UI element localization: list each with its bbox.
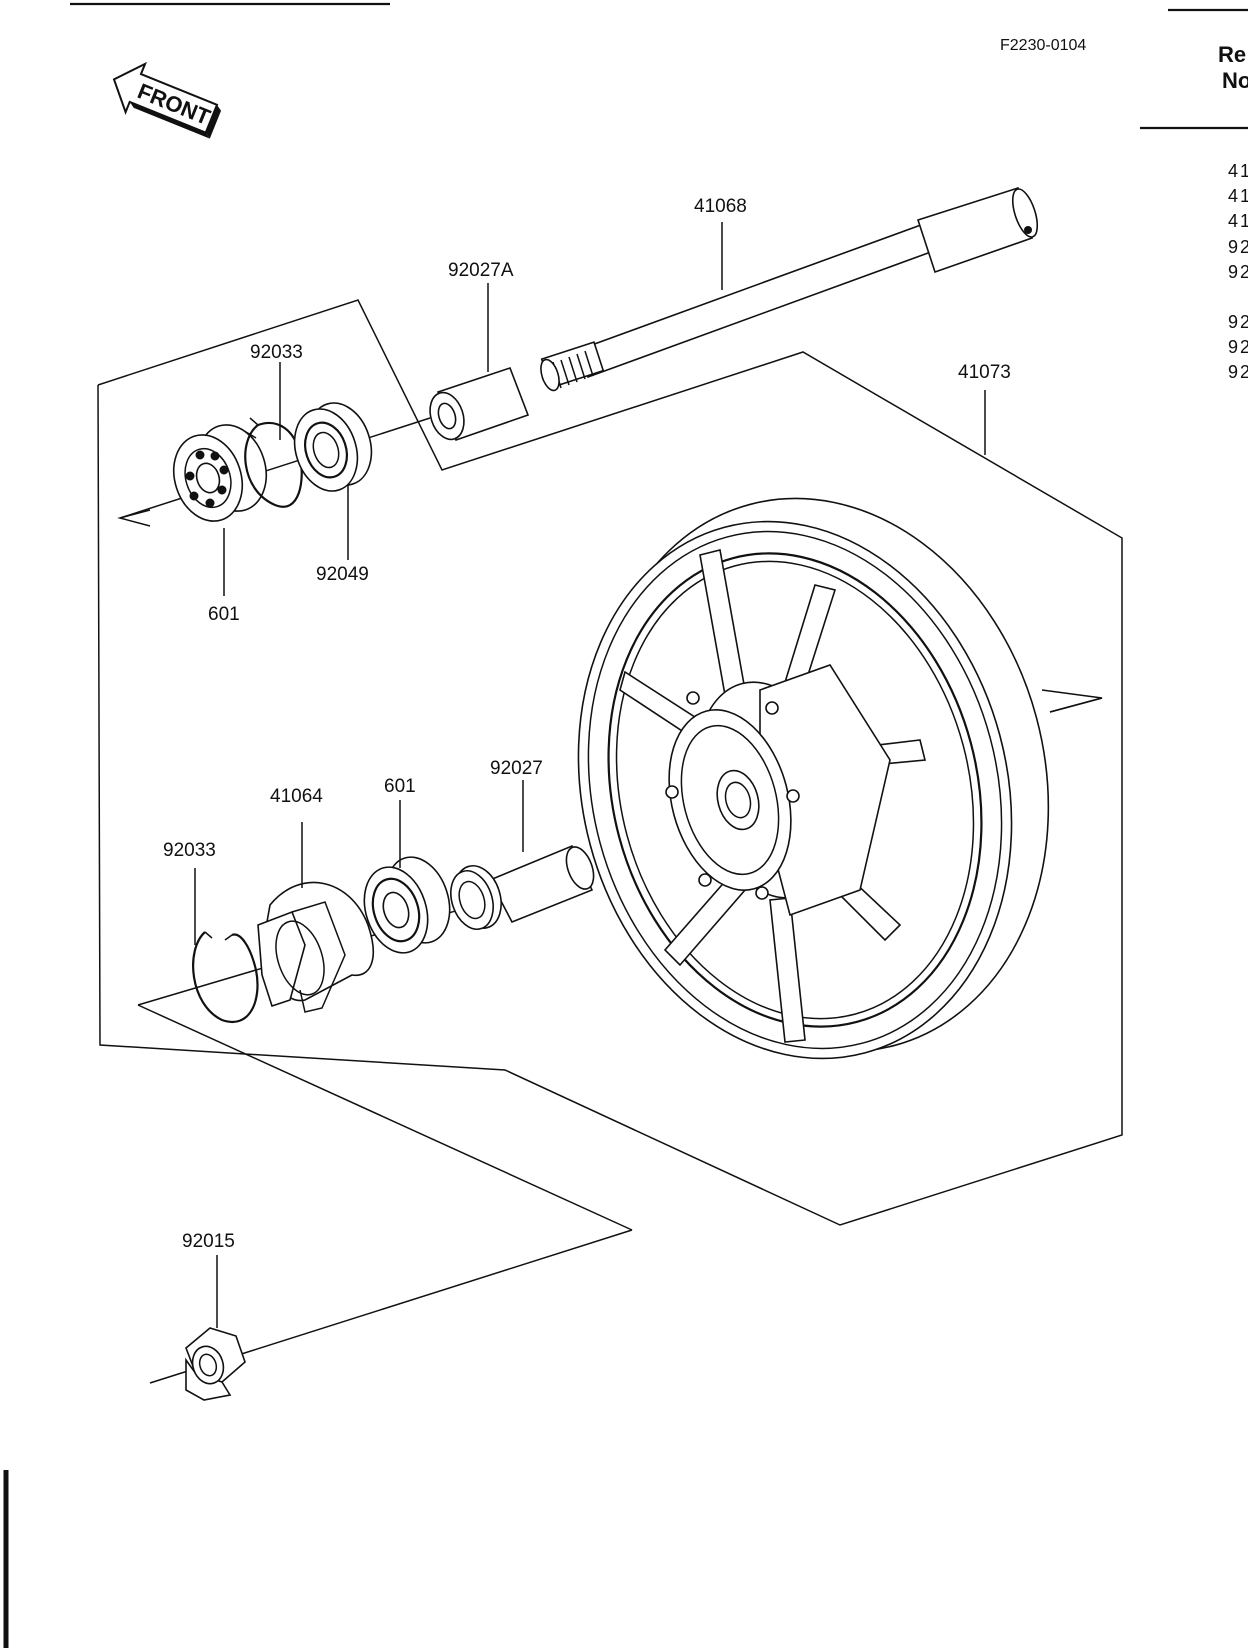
label-collar-a: 92027A: [448, 260, 514, 281]
ref-header-line2: No: [1222, 68, 1248, 93]
label-oil-seal: 92049: [316, 564, 369, 585]
label-circlip-bottom: 92033: [163, 840, 216, 861]
axle-center-line: [119, 417, 431, 519]
ref-header-line1: Re: [1218, 42, 1246, 67]
ref-col-item: 41: [1228, 186, 1248, 206]
ref-column-list: 41 41 41 92 92 92 92 92: [1228, 161, 1248, 382]
label-bearing-bottom: 601: [384, 776, 416, 797]
ref-col-item: 92: [1228, 262, 1248, 282]
ref-col-item: 92: [1228, 237, 1248, 257]
nut-guide-line-a: [137, 1004, 633, 1231]
collar-a: [429, 366, 530, 442]
label-coupling: 41064: [270, 786, 323, 807]
axle-arrow-left: [117, 509, 151, 527]
circlip-top: [244, 417, 303, 508]
ref-col-item: 92: [1228, 362, 1248, 382]
ref-col-item: 92: [1228, 312, 1248, 332]
ref-col-item: 41: [1228, 211, 1248, 231]
axle-shaft: [540, 186, 1039, 392]
circlip-bottom: [192, 931, 259, 1023]
ref-col-item: 41: [1228, 161, 1248, 181]
ref-col-item: 92: [1228, 337, 1248, 357]
axle-nut: [185, 1327, 246, 1401]
bearing-bottom: [363, 856, 451, 954]
figure-code: F2230-0104: [1000, 37, 1086, 54]
label-axle: 41068: [694, 196, 747, 217]
bearing-top: [172, 424, 268, 522]
label-circlip-top: 92033: [250, 342, 303, 363]
right-arrow-head: [1041, 689, 1103, 713]
collar: [450, 844, 595, 930]
label-wheel: 41073: [958, 362, 1011, 383]
label-bearing-top: 601: [208, 604, 240, 625]
assembly-outline: [97, 299, 1123, 1226]
label-collar: 92027: [490, 758, 543, 779]
oil-seal: [293, 402, 373, 492]
coupling: [257, 881, 374, 1013]
wheel-rim: [577, 497, 1050, 1060]
front-direction-icon: FRONT: [112, 61, 222, 139]
label-axle-nut: 92015: [182, 1231, 235, 1252]
